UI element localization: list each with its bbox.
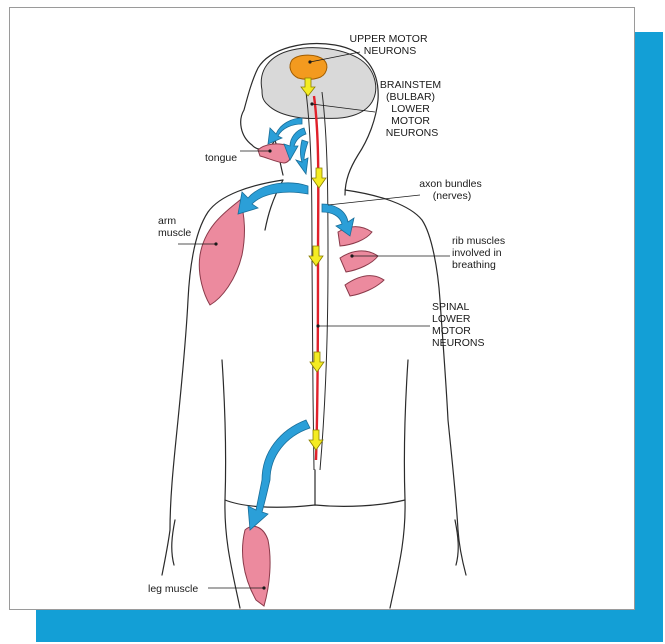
label-leg-muscle: leg muscle <box>148 583 198 595</box>
label-rib-muscles: rib muscles involved in breathing <box>452 235 508 271</box>
yellow-arrow-4 <box>310 352 324 372</box>
label-pointer-dots <box>214 60 353 589</box>
nerve-arrows-blue <box>238 118 354 530</box>
blue-arrow-tongue-3 <box>296 140 308 174</box>
label-upper-motor-neurons: UPPER MOTOR NEURONS <box>350 33 431 57</box>
leg-muscle <box>243 526 271 606</box>
upper-motor-neurons <box>290 55 327 79</box>
spinal-lower-motor-neuron <box>314 96 318 460</box>
label-axon-bundles: axon bundles (nerves) <box>419 178 484 202</box>
blue-arrow-leg <box>248 420 310 530</box>
blue-arrow-ribs <box>322 204 354 236</box>
label-tongue: tongue <box>205 152 237 164</box>
yellow-arrow-3 <box>309 246 323 266</box>
label-spinal-lower-motor-neurons: SPINAL LOWER MOTOR NEURONS <box>432 301 485 349</box>
yellow-arrow-2 <box>312 168 326 188</box>
label-brainstem-lower-motor-neurons: BRAINSTEM (BULBAR) LOWER MOTOR NEURONS <box>380 79 444 139</box>
label-arm-muscle: arm muscle <box>158 215 191 239</box>
yellow-arrow-5 <box>309 430 323 450</box>
rib-muscle-2 <box>340 251 378 272</box>
rib-muscle-3 <box>345 276 384 296</box>
